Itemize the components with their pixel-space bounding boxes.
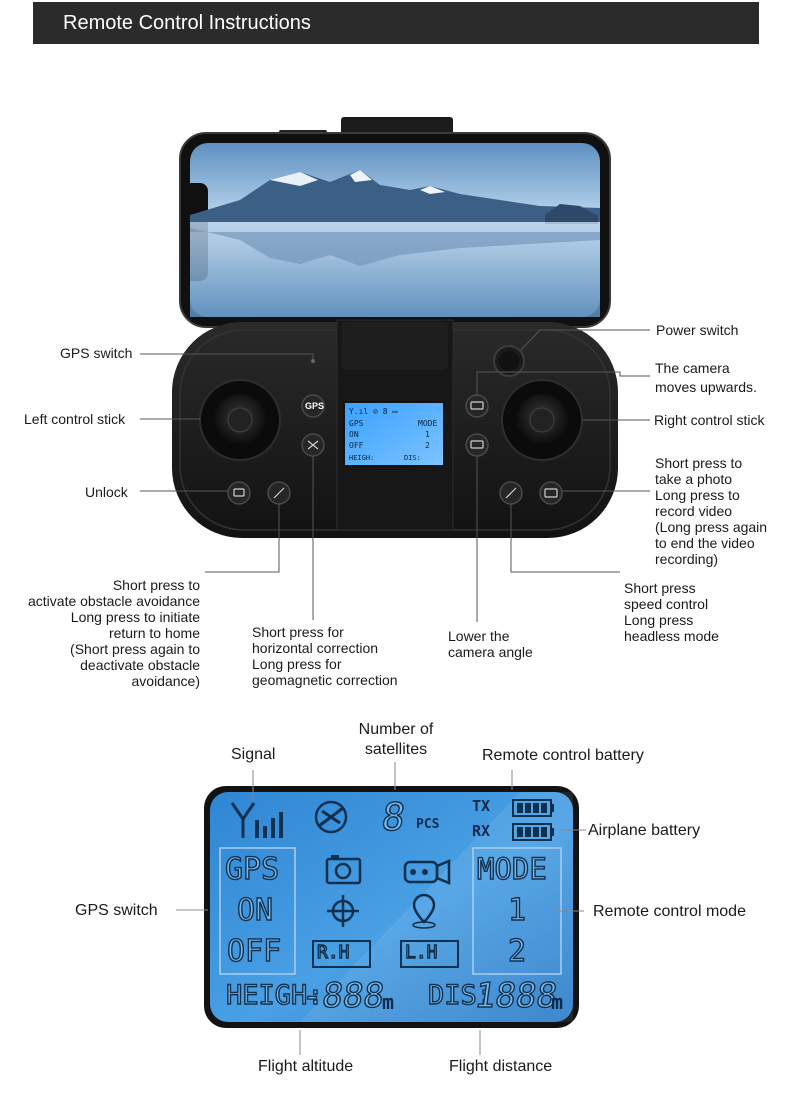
label-correction: Short press for horizontal correction Lo… <box>252 624 398 688</box>
lcd-mode: MODE <box>476 851 547 886</box>
label-display-gps-switch: GPS switch <box>75 902 158 919</box>
lcd-gps: GPS <box>224 851 280 887</box>
mini-lcd-gps: GPS <box>349 419 364 428</box>
label-obstacle-avoidance: Short press to activate obstacle avoidan… <box>28 577 200 689</box>
lcd-height-digits: -888 <box>298 975 387 1016</box>
mini-lcd-dis: DIS: <box>404 454 421 462</box>
label-gps-switch: GPS switch <box>60 345 133 361</box>
lcd-heigh: HEIGH: <box>225 979 324 1011</box>
lcd-rx: RX <box>472 822 491 840</box>
lcd-tx: TX <box>472 797 491 815</box>
label-left-stick: Left control stick <box>24 411 126 427</box>
label-flight-altitude: Flight altitude <box>258 1058 354 1075</box>
label-satellites: Number of satellites <box>358 721 434 758</box>
lcd-off: OFF <box>226 933 282 969</box>
lcd-rh: R.H <box>316 941 350 963</box>
mini-lcd-mode2: 2 <box>425 441 430 450</box>
mini-lcd-on: ON <box>349 430 359 439</box>
label-camera-up: The camera moves upwards. <box>655 360 757 395</box>
lcd-distance-digits: 1888 <box>471 975 560 1016</box>
lcd-height-unit: m <box>382 990 395 1014</box>
lcd-mode-2: 2 <box>507 933 527 969</box>
lcd-dis: DIS: <box>427 979 494 1011</box>
label-rc-mode: Remote control mode <box>593 903 746 920</box>
label-rc-battery: Remote control battery <box>482 747 644 764</box>
label-airplane-battery: Airplane battery <box>588 822 701 839</box>
lcd-lh: L.H <box>404 941 438 963</box>
mini-lcd-mode: MODE <box>418 419 438 428</box>
lcd-pcs: PCS <box>416 817 440 832</box>
label-right-stick: Right control stick <box>654 412 765 428</box>
label-speed-headless: Short press speed control Long press hea… <box>624 580 719 644</box>
label-flight-distance: Flight distance <box>449 1058 553 1075</box>
label-photo-video: Short press to take a photo Long press t… <box>655 455 768 567</box>
label-signal: Signal <box>231 746 276 763</box>
mini-lcd-row1: Y.ıl ⊘ 8 ▭ <box>349 407 398 416</box>
page-title: Remote Control Instructions <box>33 2 759 44</box>
lcd-mode-1: 1 <box>507 892 527 928</box>
lcd-distance-unit: m <box>551 990 564 1014</box>
mini-lcd-mode1: 1 <box>425 430 430 439</box>
gps-button[interactable]: GPS <box>305 401 325 411</box>
lcd-on: ON <box>236 892 274 928</box>
label-unlock: Unlock <box>85 484 128 500</box>
mini-lcd-heigh: HEIGH: <box>349 454 375 462</box>
label-camera-down: Lower the camera angle <box>448 628 533 660</box>
mini-lcd-off: OFF <box>349 441 364 450</box>
label-power-switch: Power switch <box>656 322 739 338</box>
